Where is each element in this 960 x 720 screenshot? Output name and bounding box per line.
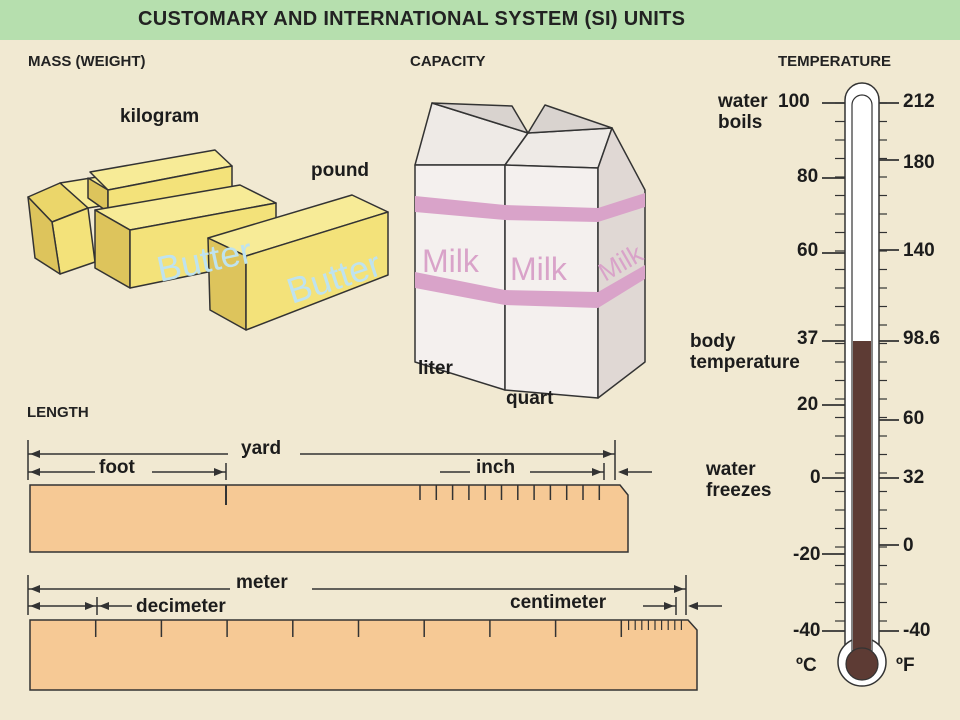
kilogram-label: kilogram xyxy=(120,106,200,127)
decimeter-label: decimeter xyxy=(136,596,226,617)
milk-carton-liter xyxy=(414,102,529,391)
celsius-37: 37 xyxy=(797,328,819,349)
yard-dimension-lines xyxy=(27,440,652,480)
fahrenheit-212: 212 xyxy=(903,91,935,112)
centimeter-label: centimeter xyxy=(510,592,607,613)
celsius-60: 60 xyxy=(797,240,819,261)
liter-label: liter xyxy=(418,358,453,379)
water-boils-line2: boils xyxy=(718,112,763,133)
meter-arrowheads xyxy=(30,585,698,610)
milk-label-quart: Milk xyxy=(510,251,568,287)
thermometer xyxy=(822,82,899,687)
water-boils-label: water boils xyxy=(718,91,768,133)
section-length-heading: LENGTH xyxy=(27,404,89,421)
foot-label: foot xyxy=(99,457,135,478)
fahrenheit-180: 180 xyxy=(903,152,935,173)
celsius-100: 100 xyxy=(778,91,810,112)
thermometer-mercury xyxy=(853,341,871,661)
yard-arrowheads xyxy=(30,450,628,476)
section-mass-heading: MASS (WEIGHT) xyxy=(28,53,146,70)
fahrenheit-0: 0 xyxy=(903,535,914,556)
milk-carton-quart xyxy=(504,104,646,399)
celsius-0: 0 xyxy=(810,467,821,488)
milk-label-liter: Milk xyxy=(422,243,480,279)
yard-ruler xyxy=(29,484,629,553)
milk-cartons-illustration xyxy=(414,102,646,399)
fahrenheit-32: 32 xyxy=(903,467,925,488)
fahrenheit-140: 140 xyxy=(903,240,935,261)
butter-block-kilogram xyxy=(87,149,233,213)
quart-label: quart xyxy=(506,388,554,409)
water-boils-line1: water xyxy=(718,91,768,112)
body-temperature-line2: temperature xyxy=(690,352,800,373)
yard-label: yard xyxy=(241,438,282,459)
page-title: CUSTOMARY AND INTERNATIONAL SYSTEM (SI) … xyxy=(138,8,686,30)
fahrenheit-unit: ºF xyxy=(896,655,915,676)
water-freezes-line1: water xyxy=(706,459,756,480)
body-temperature-label: body temperature xyxy=(690,331,800,373)
meter-stick xyxy=(29,619,698,691)
butter-block-middle xyxy=(94,184,277,289)
pound-label: pound xyxy=(311,160,370,181)
meter-dimension-lines xyxy=(27,575,722,615)
fahrenheit-minus-40: -40 xyxy=(903,620,931,641)
section-capacity-heading: CAPACITY xyxy=(410,53,486,70)
fahrenheit-98-6: 98.6 xyxy=(903,328,940,349)
section-temperature-heading: TEMPERATURE xyxy=(778,53,892,70)
body-temperature-line1: body xyxy=(690,331,736,352)
meter-label: meter xyxy=(236,572,288,593)
title-bar xyxy=(0,0,960,40)
water-freezes-line2: freezes xyxy=(706,480,772,501)
butter-illustration xyxy=(27,149,389,331)
fahrenheit-60: 60 xyxy=(903,408,925,429)
butter-block-pound xyxy=(207,194,389,331)
celsius-20: 20 xyxy=(797,394,819,415)
celsius-80: 80 xyxy=(797,166,819,187)
inch-label: inch xyxy=(476,457,516,478)
celsius-minus-20: -20 xyxy=(793,544,821,565)
celsius-unit: ºC xyxy=(796,655,817,676)
celsius-minus-40: -40 xyxy=(793,620,821,641)
water-freezes-label: water freezes xyxy=(706,459,772,501)
